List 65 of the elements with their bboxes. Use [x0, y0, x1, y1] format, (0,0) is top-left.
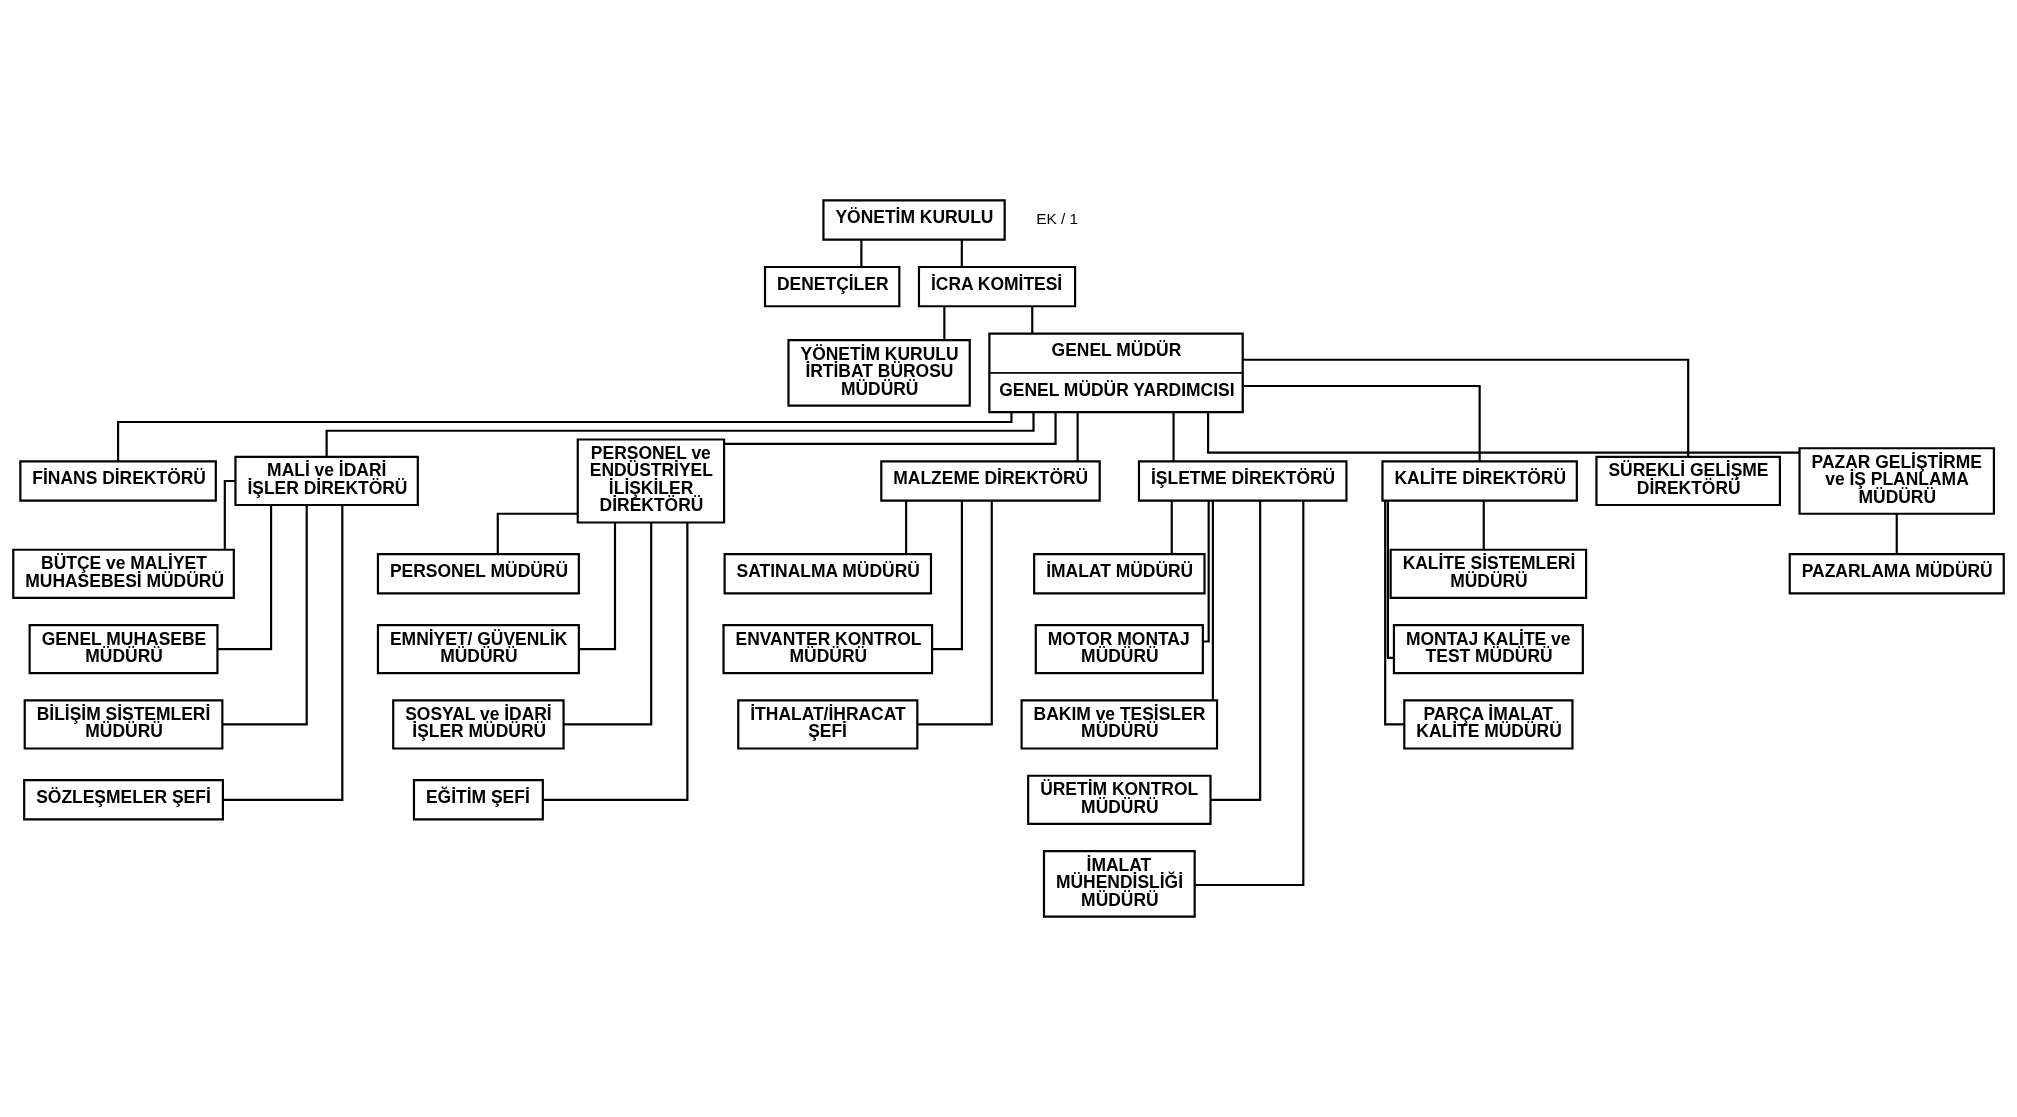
connector: [1243, 358, 1690, 457]
connector: [1211, 500, 1214, 701]
node-box: İTHALAT/İHRACAT ŞEFİ: [737, 699, 919, 750]
node-box: PARÇA İMALAT KALİTE MÜDÜRÜ: [1403, 699, 1574, 750]
connector: [217, 505, 273, 651]
node-box: EĞİTİM ŞEFİ: [412, 779, 544, 821]
connector: [496, 512, 578, 555]
connector: [1194, 500, 1305, 887]
connector: [724, 412, 1057, 445]
node-box: YÖNETİM KURULU İRTİBAT BÜROSU MÜDÜRÜ: [787, 339, 971, 407]
connector: [563, 522, 653, 726]
node-box: MOTOR MONTAJ MÜDÜRÜ: [1034, 624, 1204, 675]
label: EK / 1: [1036, 210, 1078, 228]
node-box: PAZAR GELİŞTİRME ve İŞ PLANLAMA MÜDÜRÜ: [1798, 447, 1995, 515]
connector: [1076, 412, 1079, 462]
node-box: FİNANS DİREKTÖRÜ: [19, 460, 217, 502]
node-box: SATINALMA MÜDÜRÜ: [723, 553, 933, 595]
connector: [1170, 500, 1173, 555]
node-box: SÖZLEŞMELER ŞEFİ: [23, 779, 224, 821]
node-box: DENETÇİLER: [763, 265, 901, 308]
node-box: İŞLETME DİREKTÖRÜ: [1137, 460, 1348, 502]
connector: [1386, 500, 1394, 659]
node-box: PAZARLAMA MÜDÜRÜ: [1788, 553, 2005, 595]
connector: [1031, 306, 1034, 334]
connector: [932, 500, 963, 651]
connector: [579, 522, 617, 651]
connector: [223, 479, 236, 550]
node-box: YÖNETİM KURULU: [822, 199, 1006, 241]
node-box: BAKIM ve TESİSLER MÜDÜRÜ: [1020, 699, 1219, 750]
connector: [1203, 500, 1210, 643]
connector: [222, 505, 308, 726]
node-box: İMALAT MÜDÜRÜ: [1033, 553, 1206, 595]
node-box: EMNİYET/ GÜVENLİK MÜDÜRÜ: [376, 624, 580, 675]
connector: [960, 240, 963, 267]
node-box: BİLİŞİM SİSTEMLERİ MÜDÜRÜ: [23, 699, 224, 750]
connector: [917, 500, 993, 726]
connector: [1384, 500, 1405, 726]
connector: [223, 505, 344, 801]
node-box: ENVANTER KONTROL MÜDÜRÜ: [722, 624, 934, 675]
connector: [325, 412, 1035, 457]
connector: [860, 240, 863, 267]
connector: [943, 306, 946, 340]
connector: [1210, 500, 1262, 801]
node-box: ÜRETİM KONTROL MÜDÜRÜ: [1027, 774, 1212, 825]
node-box: MALİ ve İDARİ İŞLER DİREKTÖRÜ: [234, 455, 419, 507]
node-box: SÜREKLİ GELİŞME DİREKTÖRÜ: [1595, 455, 1781, 507]
connector: [905, 500, 908, 555]
connector: [1895, 513, 1898, 554]
node-box: SOSYAL ve İDARİ İŞLER MÜDÜRÜ: [392, 699, 565, 750]
node-box: MONTAJ KALİTE ve TEST MÜDÜRÜ: [1392, 624, 1584, 675]
node-box: KALİTE SİSTEMLERİ MÜDÜRÜ: [1389, 548, 1588, 599]
node-box: MALZEME DİREKTÖRÜ: [880, 460, 1101, 502]
node-box: KALİTE DİREKTÖRÜ: [1381, 460, 1578, 502]
node-box: GENEL MUHASEBE MÜDÜRÜ: [28, 624, 219, 675]
node-box: İMALAT MÜHENDİSLİĞİ MÜDÜRÜ: [1042, 850, 1196, 918]
connector: [1482, 500, 1485, 550]
node-box: PERSONEL ve ENDÜSTRİYEL İLİŞKİLER DİREKTÖRÜ: [576, 438, 726, 524]
node-box: PERSONEL MÜDÜRÜ: [376, 553, 580, 595]
connector: [1207, 412, 1800, 454]
node-box: İCRA KOMİTESİ: [917, 265, 1077, 308]
node-box: BÜTÇE ve MALİYET MUHASEBESİ MÜDÜRÜ: [12, 548, 235, 599]
connector: [543, 522, 689, 801]
connector: [1243, 384, 1481, 462]
connector: [1172, 412, 1175, 462]
connector: [117, 412, 1013, 461]
